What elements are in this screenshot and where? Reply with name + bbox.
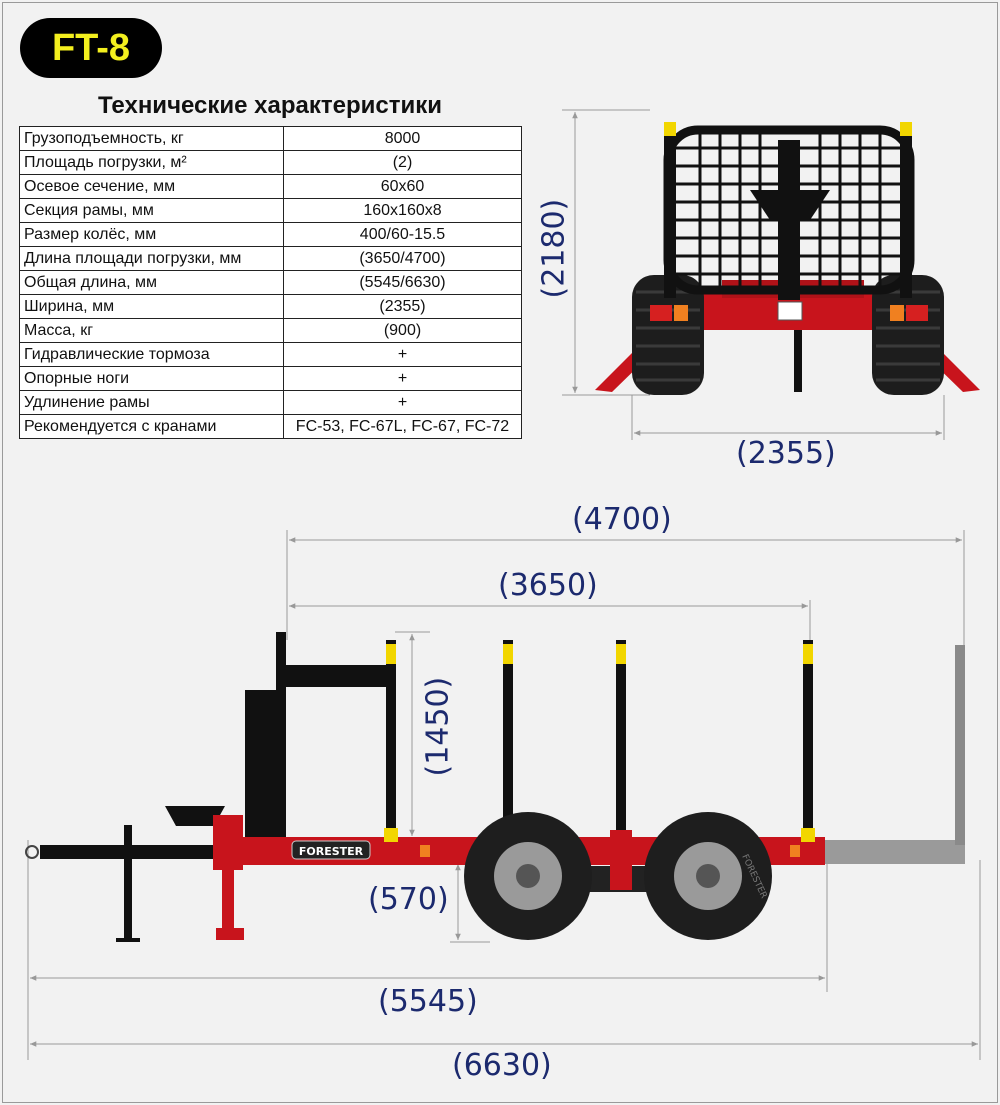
- total-length-label: (5545): [378, 984, 478, 1019]
- total-length-extended-label: (6630): [452, 1048, 552, 1083]
- spec-row: Опорные ноги+: [19, 366, 522, 391]
- model-badge: FT-8: [20, 18, 162, 78]
- spec-row: Длина площади погрузки, мм(3650/4700): [19, 246, 522, 271]
- brand-label: FORESTER: [299, 845, 364, 858]
- spec-label: Грузоподъемность, кг: [19, 126, 284, 151]
- spec-value: +: [283, 342, 522, 367]
- loading-length-extended-label: (4700): [572, 502, 672, 537]
- spec-label: Общая длина, мм: [19, 270, 284, 295]
- spec-label: Удлинение рамы: [19, 390, 284, 415]
- spec-row: Общая длина, мм(5545/6630): [19, 270, 522, 295]
- spec-row: Площадь погрузки, м²(2): [19, 150, 522, 175]
- spec-value: (5545/6630): [283, 270, 522, 295]
- bunk-height-label: (1450): [420, 676, 456, 777]
- spec-label: Ширина, мм: [19, 294, 284, 319]
- rear-height-label: (2180): [536, 198, 572, 299]
- spec-row: Гидравлические тормоза+: [19, 342, 522, 367]
- spec-label: Рекомендуется с кранами: [19, 414, 284, 439]
- specs-title: Технические характеристики: [97, 92, 443, 119]
- spec-label: Размер колёс, мм: [19, 222, 284, 247]
- spec-label: Длина площади погрузки, мм: [19, 246, 284, 271]
- spec-label: Масса, кг: [19, 318, 284, 343]
- spec-value: (2): [283, 150, 522, 175]
- spec-value: 60x60: [283, 174, 522, 199]
- spec-value: (2355): [283, 294, 522, 319]
- spec-label: Гидравлические тормоза: [19, 342, 284, 367]
- side-view-drawing: FORESTER FORESTER: [25, 530, 981, 1060]
- spec-value: 160x160x8: [283, 198, 522, 223]
- spec-label: Опорные ноги: [19, 366, 284, 391]
- spec-label: Секция рамы, мм: [19, 198, 284, 223]
- loading-length-label: (3650): [498, 568, 598, 603]
- spec-value: FC-53, FC-67L, FC-67, FC-72: [283, 414, 522, 439]
- rear-width-label: (2355): [736, 436, 836, 471]
- ground-clearance-label: (570): [368, 882, 449, 917]
- rear-view-drawing: [562, 109, 980, 440]
- spec-row: Ширина, мм(2355): [19, 294, 522, 319]
- spec-label: Площадь погрузки, м²: [19, 150, 284, 175]
